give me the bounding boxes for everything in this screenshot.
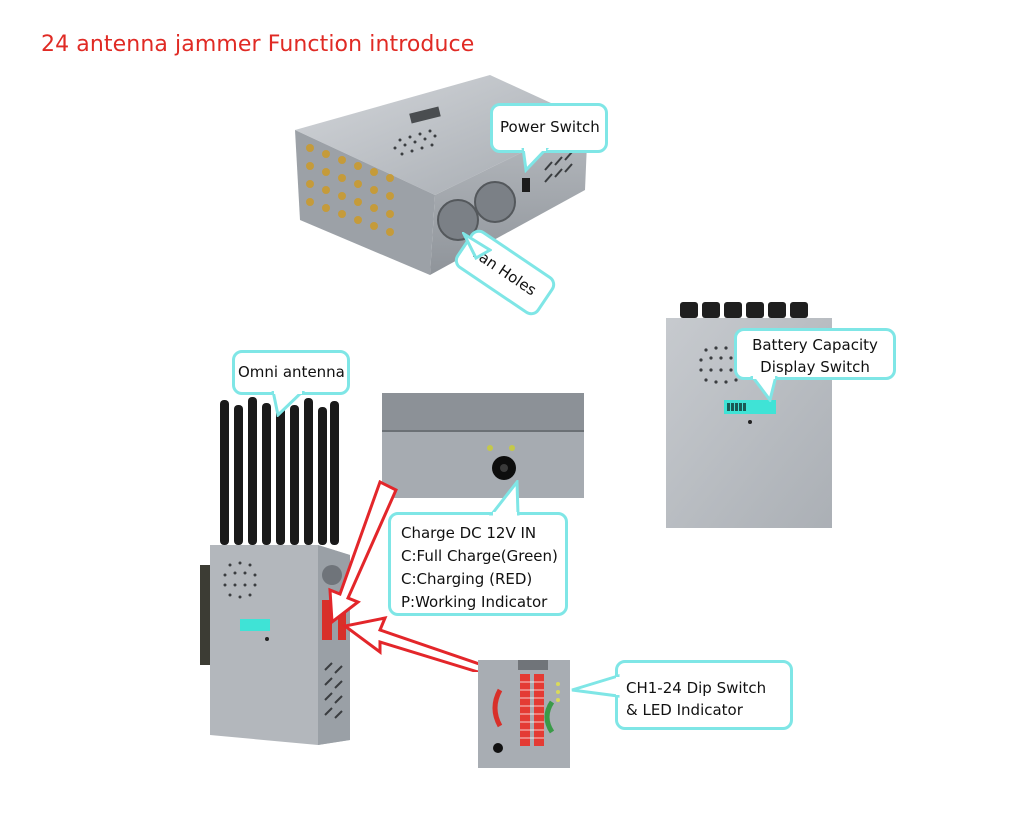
- charge-port-image: [382, 393, 584, 498]
- power-switch-callout: Power Switch: [490, 103, 608, 153]
- dip-switch-svg: [478, 660, 570, 768]
- omni-antenna-callout: Omni antenna: [232, 350, 350, 395]
- dip-switch-image: [478, 660, 570, 768]
- dip-arrow: [341, 615, 488, 672]
- left-device-image: [200, 395, 360, 750]
- battery-label-line1: Battery Capacity: [752, 336, 878, 354]
- charge-line-4: P:Working Indicator: [401, 593, 548, 611]
- fan-holes-pointer: [462, 232, 492, 261]
- page-title: 24 antenna jammer Function introduce: [41, 32, 475, 57]
- charge-port-svg: [382, 393, 584, 498]
- dip-line-2: & LED Indicator: [626, 701, 743, 719]
- battery-pointer: [750, 376, 778, 402]
- battery-label-line2: Display Switch: [760, 358, 870, 376]
- omni-antenna-label: Omni antenna: [238, 363, 345, 381]
- top-device-image: [290, 70, 590, 280]
- omni-antenna-pointer: [271, 391, 306, 417]
- charge-pointer: [488, 480, 520, 516]
- dip-switch-callout: CH1-24 Dip Switch & LED Indicator: [615, 660, 793, 730]
- charge-arrow: [328, 480, 398, 625]
- charge-line-1: Charge DC 12V IN: [401, 524, 537, 542]
- charge-line-3: C:Charging (RED): [401, 570, 533, 588]
- charge-callout: Charge DC 12V IN C:Full Charge(Green) C:…: [388, 512, 568, 616]
- power-switch-pointer: [521, 148, 550, 173]
- charge-line-2: C:Full Charge(Green): [401, 547, 558, 565]
- dip-pointer: [571, 673, 620, 698]
- left-device-svg: [200, 397, 350, 745]
- battery-display-callout: Battery Capacity Display Switch: [734, 328, 896, 380]
- power-switch-label: Power Switch: [500, 118, 600, 136]
- dip-line-1: CH1-24 Dip Switch: [626, 679, 767, 697]
- top-device-svg: [295, 75, 588, 275]
